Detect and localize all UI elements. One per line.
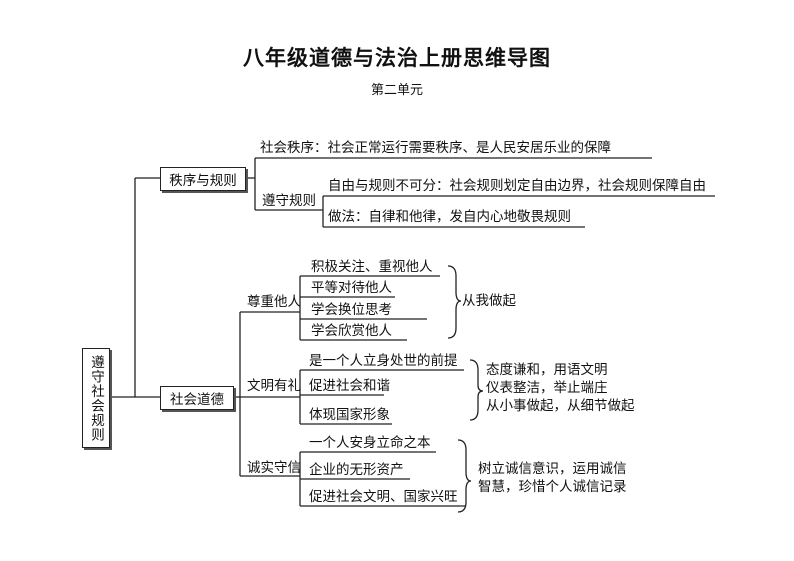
node-order-rules-label: 秩序与规则	[169, 173, 237, 189]
page-title: 八年级道德与法治上册思维导图	[243, 46, 551, 70]
respect-item: 积极关注、重视他人	[311, 259, 433, 275]
root-node: 遵守社会规则	[82, 348, 110, 448]
unit-subtitle: 第二单元	[370, 83, 423, 98]
method-text: 做法：自律和他律，发自内心地敬畏规则	[328, 209, 571, 225]
civility-item: 促进社会和谐	[309, 378, 390, 394]
honesty-note: 智慧，珍惜个人诚信记录	[478, 479, 627, 495]
respect-item: 平等对待他人	[311, 280, 392, 296]
honesty-item: 企业的无形资产	[309, 462, 404, 478]
civility-note: 从小事做起，从细节做起	[486, 398, 635, 414]
civility-item: 是一个人立身处世的前提	[309, 353, 458, 369]
node-order-rules: 秩序与规则	[160, 167, 246, 191]
honesty-note: 树立诚信意识，运用诚信	[478, 461, 627, 477]
respect-item: 学会欣赏他人	[311, 323, 392, 339]
respect-note: 从我做起	[462, 293, 516, 309]
freedom-rules-text: 自由与规则不可分：社会规则划定自由边界，社会规则保障自由	[328, 178, 706, 194]
root-label: 遵守社会规则	[88, 354, 104, 442]
civility-note: 仪表整洁，举止端庄	[486, 380, 608, 396]
node-social-morality-label: 社会道德	[170, 392, 224, 408]
respect-item: 学会换位思考	[311, 302, 392, 318]
social-order-text: 社会秩序：社会正常运行需要秩序、是人民安居乐业的保障	[260, 140, 611, 156]
node-respect: 尊重他人	[247, 294, 301, 310]
node-civility: 文明有礼	[247, 378, 301, 394]
node-obey-rules: 遵守规则	[262, 193, 316, 209]
civility-item: 体现国家形象	[309, 407, 390, 423]
honesty-item: 促进社会文明、国家兴旺	[309, 489, 458, 505]
node-honesty: 诚实守信	[247, 460, 301, 476]
civility-note: 态度谦和，用语文明	[486, 362, 608, 378]
honesty-item: 一个人安身立命之本	[309, 435, 431, 451]
node-social-morality: 社会道德	[160, 386, 234, 410]
